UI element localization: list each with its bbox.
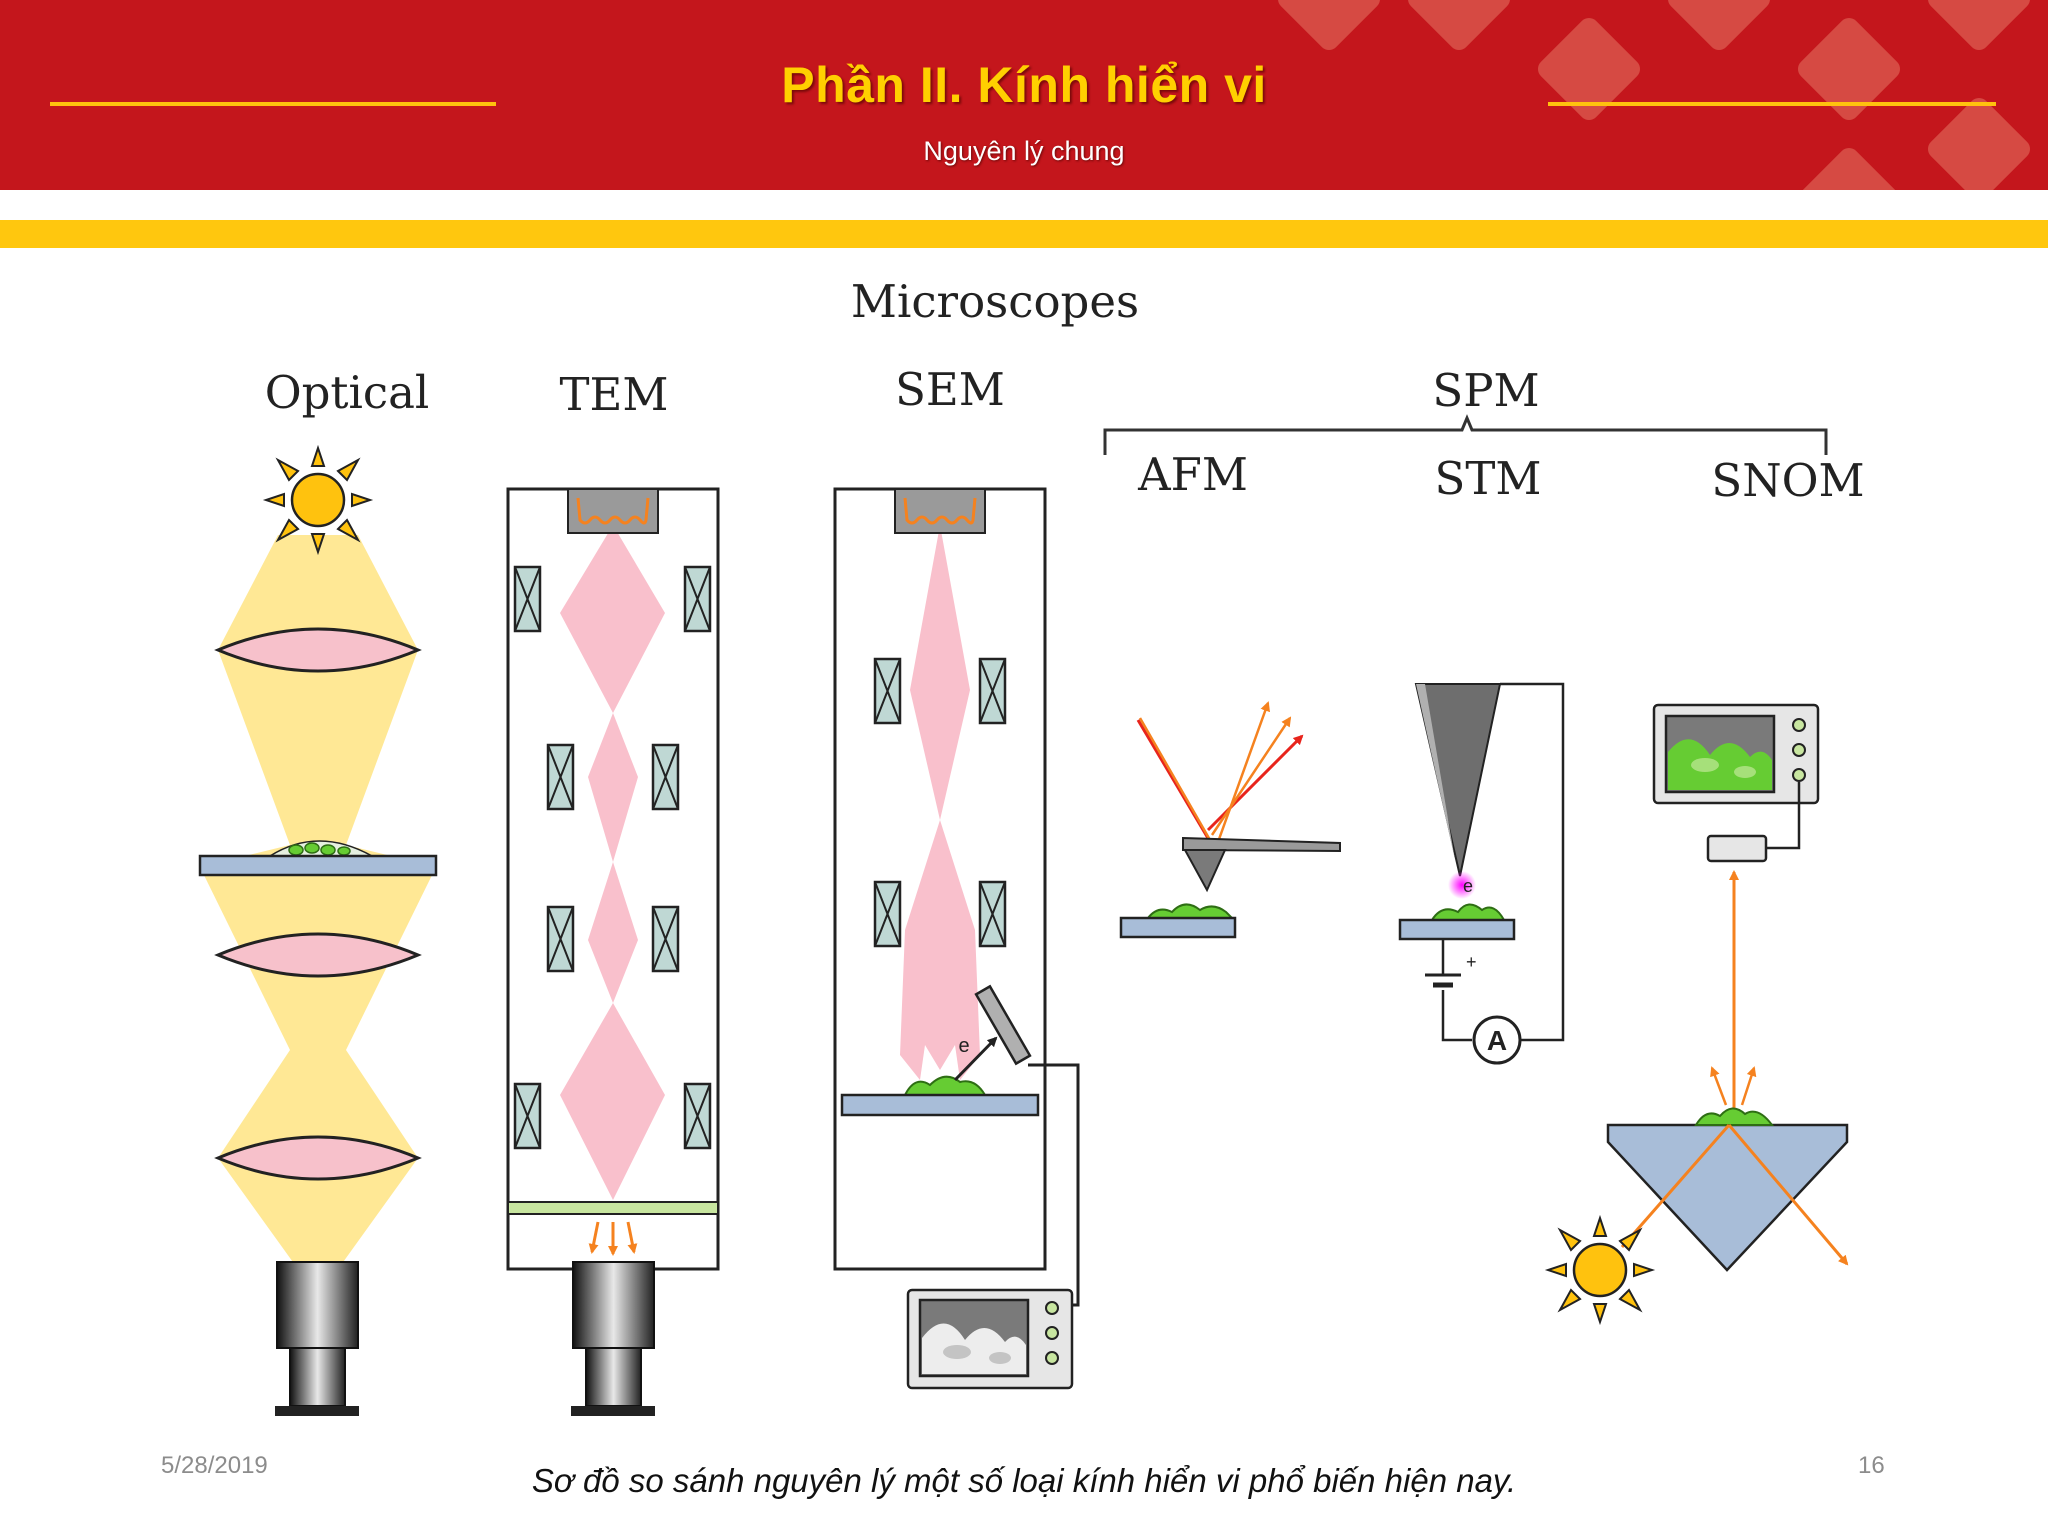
label-stm: STM: [1435, 452, 1542, 505]
afm-laser-in-2: [1138, 717, 1212, 841]
lens-middle: [214, 932, 422, 978]
afm-microscope: [1119, 701, 1341, 939]
sem-electron-path: [953, 1036, 998, 1082]
stm-electron-label: e: [1463, 876, 1473, 896]
stm-microscope: e + A: [1398, 682, 1565, 1065]
slide-date: 5/28/2019: [161, 1452, 268, 1479]
slide-header: Phần II. Kính hiển vi Nguyên lý chung: [0, 0, 2048, 190]
afm-laser-reflect-3: [1216, 701, 1270, 843]
slide-subtitle: Nguyên lý chung: [923, 136, 1125, 166]
tem-screen: [507, 1201, 719, 1215]
sem-electron-label: e: [958, 1035, 969, 1057]
objective-lens-top: [214, 627, 422, 673]
snom-detector: [1706, 834, 1768, 863]
snom-monitor-icon: [1652, 703, 1820, 805]
stm-sample: [1430, 903, 1506, 921]
sem-stage: [840, 1093, 1040, 1117]
sem-electron-beam: [900, 525, 980, 1080]
label-spm: SPM: [1432, 364, 1539, 417]
sem-filament-icon: [903, 497, 977, 525]
camera-icon: [275, 1261, 359, 1416]
label-snom: SNOM: [1711, 454, 1864, 507]
sem-electron-gun: [894, 488, 986, 534]
snom-light-in: [1620, 1124, 1731, 1248]
label-afm: AFM: [1137, 448, 1248, 501]
sun-icon: [262, 444, 374, 556]
stm-circuit: [1500, 682, 1565, 1042]
afm-cantilever: [1182, 836, 1341, 853]
slide-title: Phần II. Kính hiển vi: [781, 57, 1267, 113]
snom-microscope: [1544, 703, 1849, 1326]
stm-circuit-lower: [1441, 939, 1472, 1042]
battery-plus: +: [1466, 952, 1477, 972]
stm-electron-glow: [1448, 871, 1476, 899]
label-sem: SEM: [895, 363, 1005, 416]
snom-sample: [1694, 1107, 1774, 1126]
diagram-title: Microscopes: [851, 275, 1139, 328]
yellow-band: [0, 220, 2048, 248]
label-tem: TEM: [560, 368, 669, 421]
title-rule-left: [50, 102, 496, 106]
optical-microscope: [198, 444, 438, 1416]
afm-sample: [1145, 903, 1235, 919]
sem-monitor-icon: [906, 1288, 1074, 1390]
tem-camera-icon: [571, 1261, 655, 1416]
slide-page-number: 16: [1858, 1452, 1885, 1479]
snom-cable: [1767, 782, 1801, 850]
snom-prism: [1606, 1123, 1849, 1272]
label-optical: Optical: [265, 366, 430, 419]
sem-sample: [903, 1075, 987, 1096]
spm-bracket: [1103, 414, 1828, 455]
eyepiece-lens: [214, 1135, 422, 1181]
title-rule-right: [1548, 102, 1996, 106]
afm-laser-reflect: [1206, 734, 1304, 832]
snom-light-out: [1727, 1124, 1849, 1266]
ammeter-icon: A: [1472, 1015, 1522, 1065]
stm-stage: [1398, 918, 1516, 941]
optical-slide: [198, 854, 438, 877]
svg-text:A: A: [1487, 1025, 1507, 1056]
electron-gun: [567, 488, 659, 534]
light-path: [200, 535, 436, 1265]
afm-laser-reflect-2: [1210, 716, 1292, 836]
afm-stage: [1119, 916, 1237, 939]
sem-detector: [974, 984, 1032, 1066]
filament-icon: [576, 497, 650, 525]
tem-microscope: [506, 487, 720, 1416]
sem-microscope: e: [833, 487, 1080, 1390]
afm-tip: [1183, 849, 1227, 893]
battery-icon: [1425, 973, 1461, 988]
figure-caption: Sơ đồ so sánh nguyên lý một số loại kính…: [531, 1462, 1517, 1499]
snom-sun-icon: [1544, 1214, 1656, 1326]
tem-electron-beam: [560, 525, 665, 1200]
